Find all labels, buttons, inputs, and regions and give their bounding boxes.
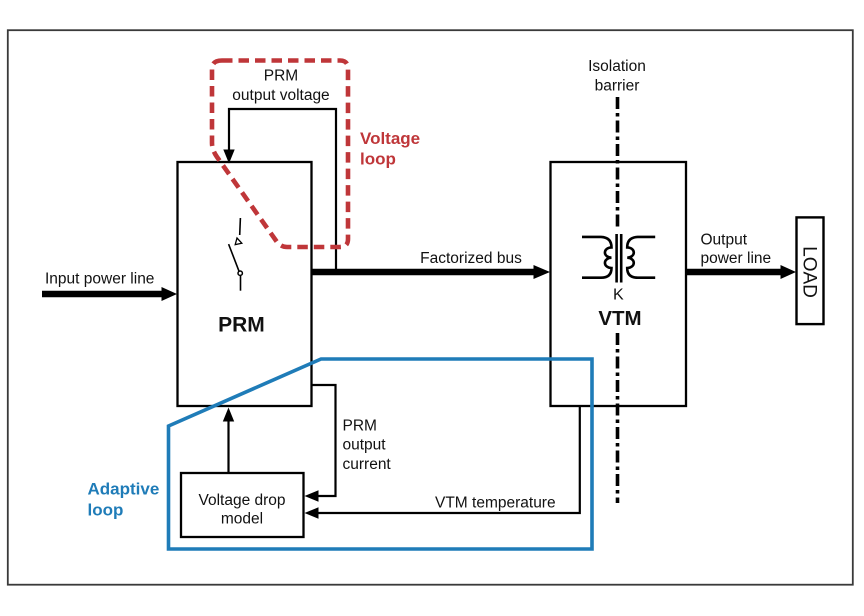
svg-text:LOAD: LOAD [799, 246, 820, 298]
svg-text:Factorized bus: Factorized bus [420, 250, 522, 267]
svg-text:PRM: PRM [264, 68, 298, 85]
svg-text:PRM: PRM [343, 418, 377, 435]
svg-text:model: model [221, 511, 263, 528]
svg-text:Voltage drop: Voltage drop [198, 492, 285, 509]
svg-text:Input power line: Input power line [45, 271, 154, 288]
svg-text:K: K [613, 287, 624, 304]
svg-text:VTM temperature: VTM temperature [435, 495, 556, 512]
svg-text:PRM: PRM [218, 314, 265, 337]
svg-text:power line: power line [701, 250, 772, 267]
svg-text:Isolation: Isolation [588, 58, 646, 75]
svg-text:Voltage: Voltage [360, 129, 420, 148]
svg-text:VTM: VTM [598, 307, 641, 330]
svg-text:loop: loop [360, 150, 396, 169]
svg-text:Output: Output [701, 232, 748, 249]
svg-text:output voltage: output voltage [232, 87, 329, 104]
svg-text:loop: loop [88, 501, 124, 520]
svg-text:Adaptive: Adaptive [88, 480, 160, 499]
svg-text:output: output [343, 437, 387, 454]
svg-text:barrier: barrier [595, 78, 640, 95]
svg-text:current: current [343, 456, 392, 473]
